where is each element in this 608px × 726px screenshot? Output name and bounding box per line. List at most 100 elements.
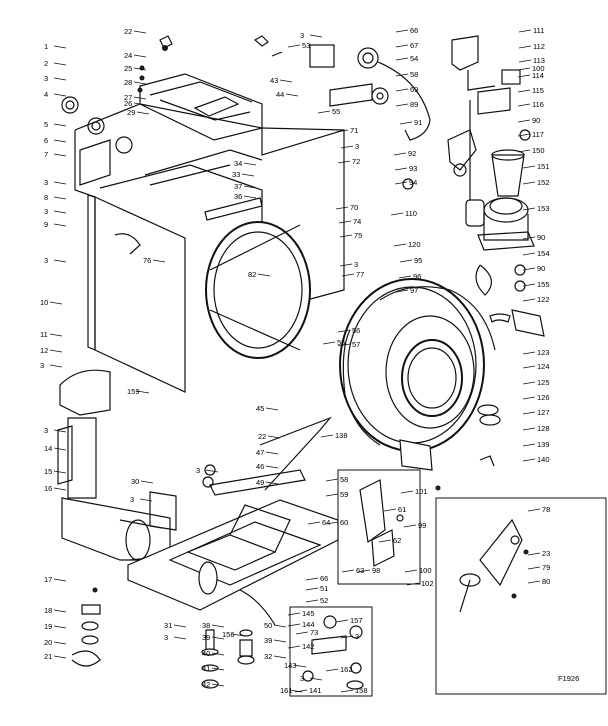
leader-line (279, 79, 293, 83)
exhaust-duct (57, 369, 177, 561)
leader-line (53, 625, 67, 629)
leader-line (378, 539, 392, 543)
callout-label: 101 (415, 487, 428, 496)
leader-line (338, 220, 352, 224)
leader-line (309, 677, 323, 681)
leader-line (522, 165, 536, 169)
callout-label: 10 (40, 298, 48, 307)
callout-label: 152 (537, 178, 550, 187)
leader-line (173, 624, 187, 628)
leader-line (53, 578, 67, 582)
leader-line (133, 54, 147, 58)
callout-label: 41 (202, 664, 210, 673)
callout-label: 98 (372, 566, 380, 575)
callout-label: 3 (354, 260, 358, 269)
callout-label: 55 (332, 107, 340, 116)
leader-line (53, 93, 67, 97)
front-bulkhead-panel (87, 194, 186, 393)
callout-label: 3 (130, 495, 134, 504)
leader-line (243, 162, 257, 166)
leader-line (152, 259, 166, 263)
leader-line (394, 167, 408, 171)
drum-bearing-parts (61, 35, 173, 154)
leader-line (243, 185, 257, 189)
leader-line (335, 129, 349, 133)
leader-line (267, 435, 281, 439)
callout-label: 90 (532, 116, 540, 125)
leader-line (337, 343, 351, 347)
leader-line (293, 664, 307, 668)
callout-label: 43 (270, 76, 278, 85)
callout-label: 31 (164, 621, 172, 630)
leader-line (522, 427, 536, 431)
base-frame (127, 416, 339, 626)
callout-label: 58 (410, 70, 418, 79)
callout-label: 15 (44, 467, 52, 476)
leader-line (49, 364, 63, 368)
leader-line (231, 633, 245, 637)
callout-label: 56 (337, 338, 345, 347)
leader-line (522, 411, 536, 415)
callout-label: 112 (533, 42, 545, 51)
callout-label: 155 (537, 280, 550, 289)
leader-line (340, 689, 354, 693)
callout-label: 52 (320, 596, 328, 605)
leader-line (133, 102, 147, 106)
leader-line (305, 599, 319, 603)
leader-line (395, 88, 409, 92)
callout-label: 22 (258, 432, 266, 441)
leader-line (241, 173, 255, 177)
callout-label: 76 (143, 256, 151, 265)
callout-label: 89 (410, 100, 418, 109)
leader-line (522, 396, 536, 400)
leader-line (49, 349, 63, 353)
callout-label: 33 (232, 170, 240, 179)
callout-label: 82 (248, 270, 256, 279)
leader-line (340, 145, 354, 149)
leader-line (400, 490, 414, 494)
leader-line (133, 67, 147, 71)
callout-label: 3 (300, 31, 304, 40)
callout-label: 46 (256, 462, 264, 471)
leader-line (527, 508, 541, 512)
callout-label: 27 (124, 93, 132, 102)
leader-line (287, 612, 301, 616)
callout-label: 11 (40, 330, 48, 339)
callout-label: 72 (352, 157, 360, 166)
callout-label: 51 (320, 584, 328, 593)
callout-label: 20 (44, 638, 52, 647)
leader-line (53, 470, 67, 474)
callout-label: 161 (280, 686, 293, 695)
leader-line (49, 333, 63, 337)
leader-line (273, 624, 287, 628)
callout-label: 19 (44, 622, 52, 631)
leader-line (285, 93, 299, 97)
callout-label: 139 (537, 440, 550, 449)
callout-label: 71 (350, 126, 358, 135)
callout-label: 74 (353, 217, 361, 226)
leader-line (325, 478, 339, 482)
callout-label: 3 (196, 466, 200, 475)
callout-label: 123 (537, 348, 550, 357)
callout-label: 144 (302, 620, 315, 629)
leader-line (53, 655, 67, 659)
callout-label: 3 (44, 74, 48, 83)
leader-line (522, 443, 536, 447)
leader-line (53, 609, 67, 613)
leader-line (341, 273, 355, 277)
callout-label: 79 (542, 563, 550, 572)
leader-line (518, 45, 532, 49)
callout-label: 36 (234, 192, 242, 201)
leader-line (522, 181, 536, 185)
callout-label: 102 (421, 579, 434, 588)
leader-line (522, 458, 536, 462)
leader-line (339, 263, 353, 267)
leader-line (211, 652, 225, 656)
leader-line (395, 29, 409, 33)
callout-label: 47 (256, 448, 264, 457)
valve-assembly (451, 35, 545, 337)
callout-label: 70 (350, 203, 358, 212)
leader-line (287, 645, 301, 649)
drum (205, 221, 311, 359)
leader-line (518, 59, 532, 63)
